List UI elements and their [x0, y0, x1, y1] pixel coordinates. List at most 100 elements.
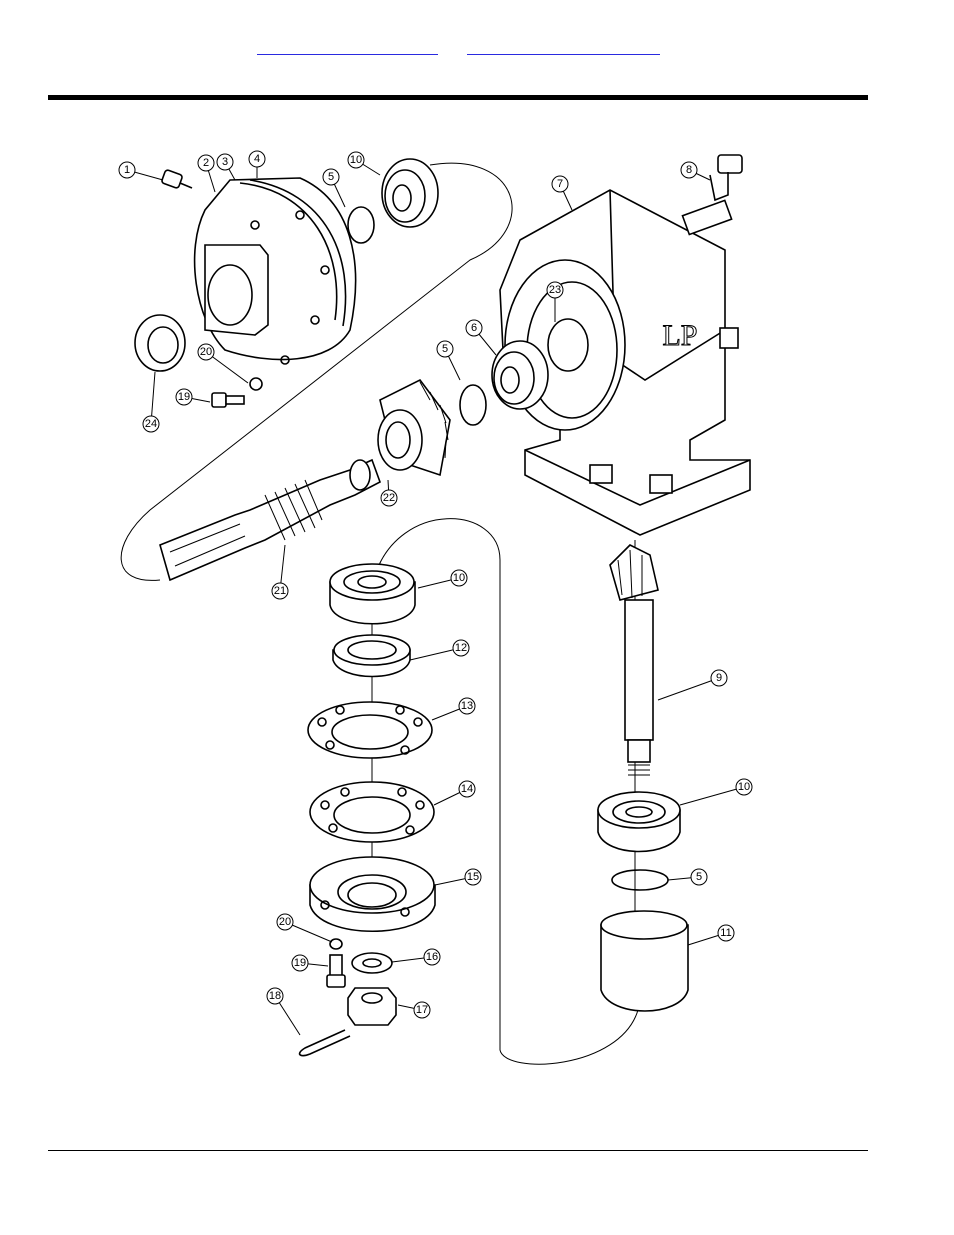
header-link-right[interactable] [467, 38, 660, 55]
callout-bearing-10: 10 [417, 569, 468, 589]
callout-circle [142, 415, 160, 433]
callout-number: 15 [467, 871, 479, 883]
callout-number: 22 [383, 492, 395, 504]
callout-number: 5 [328, 171, 334, 183]
callout-cover-2: 2 [197, 154, 216, 193]
plug-bolt-1 [161, 169, 193, 189]
callout-number: 13 [461, 700, 473, 712]
callout-leader [409, 647, 462, 661]
callout-circle [197, 154, 215, 172]
callout-circle [710, 669, 728, 687]
callout-circle [380, 489, 398, 507]
callout-cotter-pin-18: 18 [266, 987, 301, 1036]
callout-input-shaft-21: 21 [271, 544, 289, 600]
callout-circle [276, 913, 294, 931]
callout-circle [248, 150, 266, 168]
cap-screw-19-top [211, 377, 263, 408]
snap-ring-5-bottom [611, 869, 669, 891]
header-link-left[interactable] [257, 38, 438, 55]
callout-gasket-13: 13 [431, 697, 476, 721]
callout-circle [347, 151, 365, 169]
shim-14 [309, 781, 435, 843]
callout-circle [717, 924, 735, 942]
callout-shim-14: 14 [433, 780, 476, 806]
callout-oil-seal-24: 24 [142, 371, 160, 433]
callout-leader [657, 677, 720, 701]
bearing-10-bottom [597, 791, 681, 853]
footer-rule [48, 1150, 868, 1151]
callout-number: 6 [471, 322, 477, 334]
callout-leader [150, 371, 156, 425]
output-shaft-9 [609, 544, 659, 776]
callout-oil-seal-12: 12 [409, 639, 470, 661]
callout-gasket-3: 3 [216, 153, 236, 181]
callout-circle [271, 582, 289, 600]
callout-circle [551, 175, 569, 193]
callout-washer-16: 16 [391, 948, 441, 966]
callout-gearbox-housing-7: 7 [551, 175, 573, 211]
callout-circle [450, 569, 468, 587]
callout-bushing-23: 23 [546, 281, 564, 322]
callout-number: 19 [294, 957, 306, 969]
callout-leader [284, 921, 333, 943]
callout-snap-ring-5: 5 [322, 168, 346, 208]
sleeve-11 [600, 910, 689, 1012]
callout-circle [464, 868, 482, 886]
callout-cap-screw-19: 19 [291, 954, 329, 972]
callout-snap-ring-5: 5 [436, 340, 461, 381]
washer-16 [351, 952, 393, 974]
cover-assembly [193, 177, 357, 365]
bottom-cap-15 [309, 856, 436, 933]
bevel-gear-22 [377, 378, 451, 477]
housing-logo: LP [662, 319, 697, 352]
callout-circle [690, 868, 708, 886]
cap-screw-19-bottom [326, 954, 346, 988]
callout-number: 21 [274, 585, 286, 597]
callout-castle-nut-17: 17 [397, 1001, 431, 1019]
callout-number: 14 [461, 783, 473, 795]
callout-number: 20 [200, 346, 212, 358]
callout-snap-ring-5: 5 [667, 868, 708, 886]
assembly-loop-top [120, 162, 513, 581]
plug-8 [709, 154, 743, 202]
callout-housing-cap-4: 4 [248, 150, 266, 178]
callout-circle [546, 281, 564, 299]
callout-number: 16 [426, 951, 438, 963]
callout-lock-washer-20: 20 [197, 343, 249, 384]
bearing-10-stack [329, 563, 416, 625]
callout-number: 18 [269, 990, 281, 1002]
callout-bevel-gear-22: 22 [380, 479, 398, 507]
callout-circle [413, 1001, 431, 1019]
callout-sleeve-11: 11 [687, 924, 735, 946]
callout-number: 5 [442, 343, 448, 355]
callout-bottom-cap-15: 15 [434, 868, 482, 886]
callout-bearing-10: 10 [679, 778, 753, 806]
callout-circle [436, 340, 454, 358]
gasket-13 [307, 701, 433, 759]
callout-cap-screw-19: 19 [175, 388, 211, 406]
callout-circle [266, 987, 284, 1005]
oil-seal-24 [134, 314, 186, 372]
callout-lock-washer-20: 20 [276, 913, 333, 943]
input-shaft-21 [159, 458, 381, 582]
snap-ring-5-middle [459, 384, 487, 426]
callout-number: 24 [145, 418, 157, 430]
callout-plug-8: 8 [680, 161, 711, 181]
bearing-10-top [381, 158, 439, 228]
callout-number: 17 [416, 1004, 428, 1016]
callout-plug-bolt-1: 1 [118, 161, 164, 181]
callout-bearing-6: 6 [465, 319, 497, 356]
callout-number: 23 [549, 284, 561, 296]
callout-leader [205, 351, 249, 384]
header-rule [48, 95, 868, 100]
callout-circle [735, 778, 753, 796]
callout-leader [679, 786, 745, 806]
callout-number: 2 [203, 157, 209, 169]
callout-number: 4 [254, 153, 260, 165]
callout-circle [118, 161, 136, 179]
bearing-6 [491, 340, 549, 410]
callout-number: 10 [453, 572, 465, 584]
callout-circle [197, 343, 215, 361]
